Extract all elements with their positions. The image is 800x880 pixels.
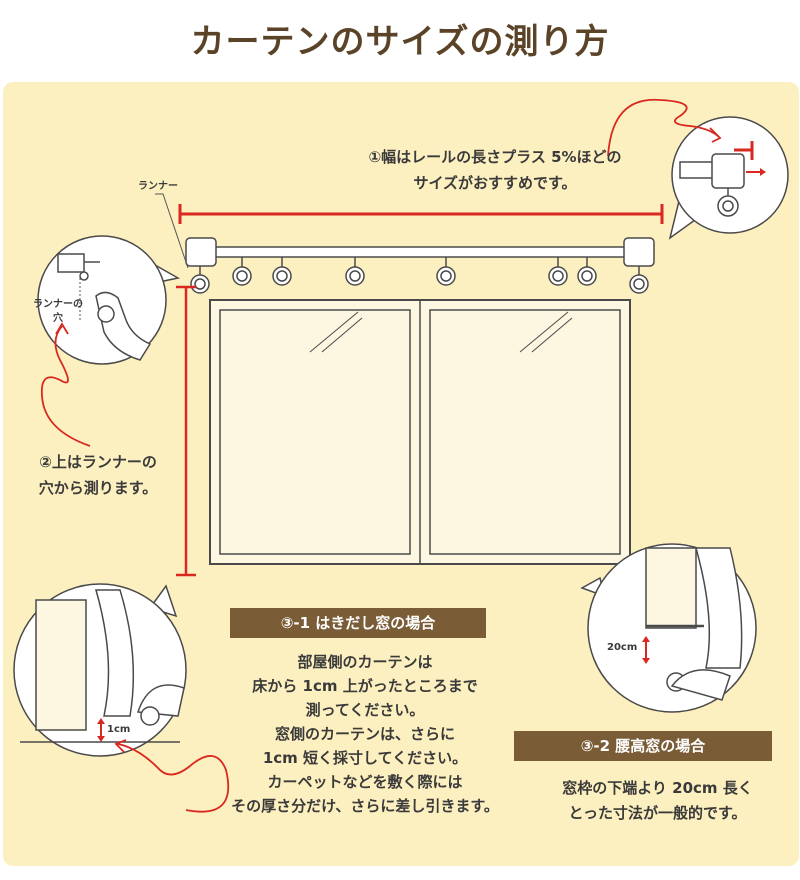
hakidashi-line: カーペットなどを敷く際には (267, 773, 463, 791)
hakidashi-line: 1cm 短く採寸してください。 (262, 749, 468, 767)
floor-gap-callout (13, 583, 187, 757)
width-instruction: ①幅はレールの長さプラス 5%ほどの サイズがおすすめです。 (330, 144, 660, 196)
rail-end-callout (668, 116, 789, 240)
sill-gap-callout (580, 543, 757, 713)
runner-hole-callout (37, 235, 181, 365)
koshidaka-heading: ③-2 腰高窓の場合 (514, 731, 772, 761)
width-measure-line (178, 204, 664, 224)
koshidaka-instruction: 窓枠の下端より 20cm 長く とった寸法が一般的です。 (520, 776, 795, 826)
runner-hole-label: ランナーの穴 (33, 299, 83, 324)
koshidaka-line: 窓枠の下端より 20cm 長く (562, 779, 753, 797)
runner-label: ランナー (138, 181, 178, 192)
top-instruction: ②上はランナーの 穴から測ります。 (18, 449, 178, 501)
width-line: ①幅はレールの長さプラス 5%ほどの (368, 148, 622, 166)
hakidashi-instruction: 部屋側のカーテンは 床から 1cm 上がったところまで 測ってください。 窓側の… (195, 650, 535, 818)
runner-pointer (155, 193, 189, 269)
hakidashi-line: 床から 1cm 上がったところまで (252, 677, 478, 695)
window-illustration (209, 299, 631, 565)
twenty-cm-label: 20cm (607, 642, 638, 653)
runner-rings (190, 257, 649, 294)
width-line: サイズがおすすめです。 (413, 174, 577, 192)
top-line: ②上はランナーの (39, 453, 157, 471)
hakidashi-heading: ③-1 はきだし窓の場合 (230, 608, 486, 638)
hakidashi-line: 窓側のカーテンは、さらに (274, 725, 455, 743)
hakidashi-line: その厚さ分だけ、さらに差し引きます。 (231, 797, 499, 815)
top-line: 穴から測ります。 (38, 479, 158, 497)
koshidaka-line: とった寸法が一般的です。 (568, 804, 747, 822)
red-arrows (40, 98, 722, 813)
height-measure-line (176, 285, 196, 577)
page-title: カーテンのサイズの測り方 (190, 22, 610, 62)
hakidashi-line: 部屋側のカーテンは (297, 653, 433, 671)
one-cm-label: 1cm (107, 724, 131, 735)
hakidashi-line: 測ってください。 (305, 701, 425, 719)
curtain-rail (185, 237, 655, 267)
